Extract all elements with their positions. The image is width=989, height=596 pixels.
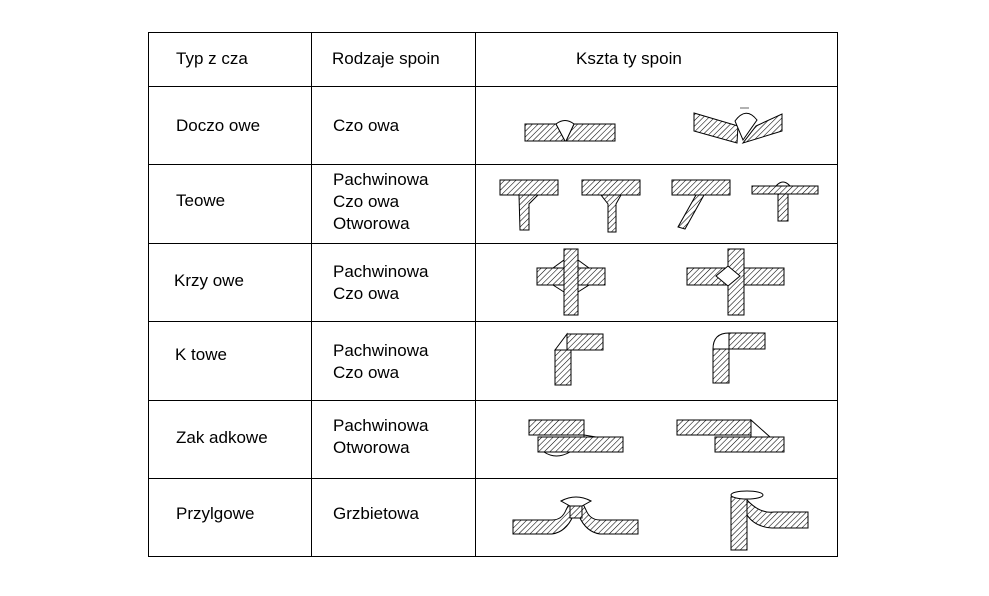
joint-type-flange: Przylgowe bbox=[176, 504, 255, 523]
weld-kind: Czo owa bbox=[333, 284, 400, 303]
weld-kind: Pachwinowa bbox=[333, 262, 429, 281]
header-weld-kinds: Rodzaje spoin bbox=[332, 49, 440, 68]
weld-kind: Czo owa bbox=[333, 116, 400, 135]
joint-type-tee: Teowe bbox=[176, 191, 226, 210]
weld-kind: Czo owa bbox=[333, 192, 400, 211]
column-divider bbox=[475, 32, 476, 557]
column-divider bbox=[311, 32, 312, 557]
weld-kind: Pachwinowa bbox=[333, 170, 429, 189]
row-divider bbox=[148, 164, 838, 165]
weld-kinds-corner: Pachwinowa Czo owa bbox=[333, 340, 428, 384]
table-border-bottom bbox=[475, 556, 838, 557]
header-divider bbox=[148, 86, 838, 87]
row-divider bbox=[148, 243, 838, 244]
weld-kinds-flange: Grzbietowa bbox=[333, 503, 419, 525]
joint-type-cross: Krzy owe bbox=[174, 271, 244, 290]
weld-kind: Pachwinowa bbox=[333, 341, 429, 360]
header-joint-type: Typ z cza bbox=[176, 49, 248, 68]
weld-kind: Pachwinowa bbox=[333, 416, 429, 435]
row-divider bbox=[148, 321, 838, 322]
flange-weld-icon bbox=[512, 490, 809, 551]
weld-kind: Otworowa bbox=[333, 438, 410, 457]
joint-type-corner: K towe bbox=[175, 345, 227, 364]
cross-weld-icon bbox=[536, 248, 785, 316]
joint-type-lap: Zak adkowe bbox=[176, 428, 268, 447]
row-divider bbox=[148, 400, 838, 401]
weld-kinds-tee: Pachwinowa Czo owa Otworowa bbox=[333, 169, 428, 235]
butt-weld-icon bbox=[524, 107, 783, 144]
table-border-right bbox=[837, 32, 838, 557]
header-weld-shapes: Kszta ty spoin bbox=[576, 49, 682, 68]
lap-weld-icon bbox=[528, 418, 785, 457]
weld-kind: Otworowa bbox=[333, 214, 410, 233]
row-divider bbox=[148, 478, 838, 479]
weld-kind: Grzbietowa bbox=[333, 504, 419, 523]
weld-kinds-cross: Pachwinowa Czo owa bbox=[333, 261, 428, 305]
weld-kinds-butt: Czo owa bbox=[333, 115, 399, 137]
table-border-top bbox=[148, 32, 838, 33]
weld-kinds-lap: Pachwinowa Otworowa bbox=[333, 415, 428, 459]
corner-weld-icon bbox=[554, 332, 766, 386]
weld-kind: Czo owa bbox=[333, 363, 400, 382]
joint-type-butt: Doczo owe bbox=[176, 116, 261, 135]
weld-types-table: Typ z cza Rodzaje spoin Kszta ty spoin D… bbox=[148, 32, 838, 557]
tee-weld-icon bbox=[499, 179, 819, 233]
table-border-left bbox=[148, 32, 149, 557]
